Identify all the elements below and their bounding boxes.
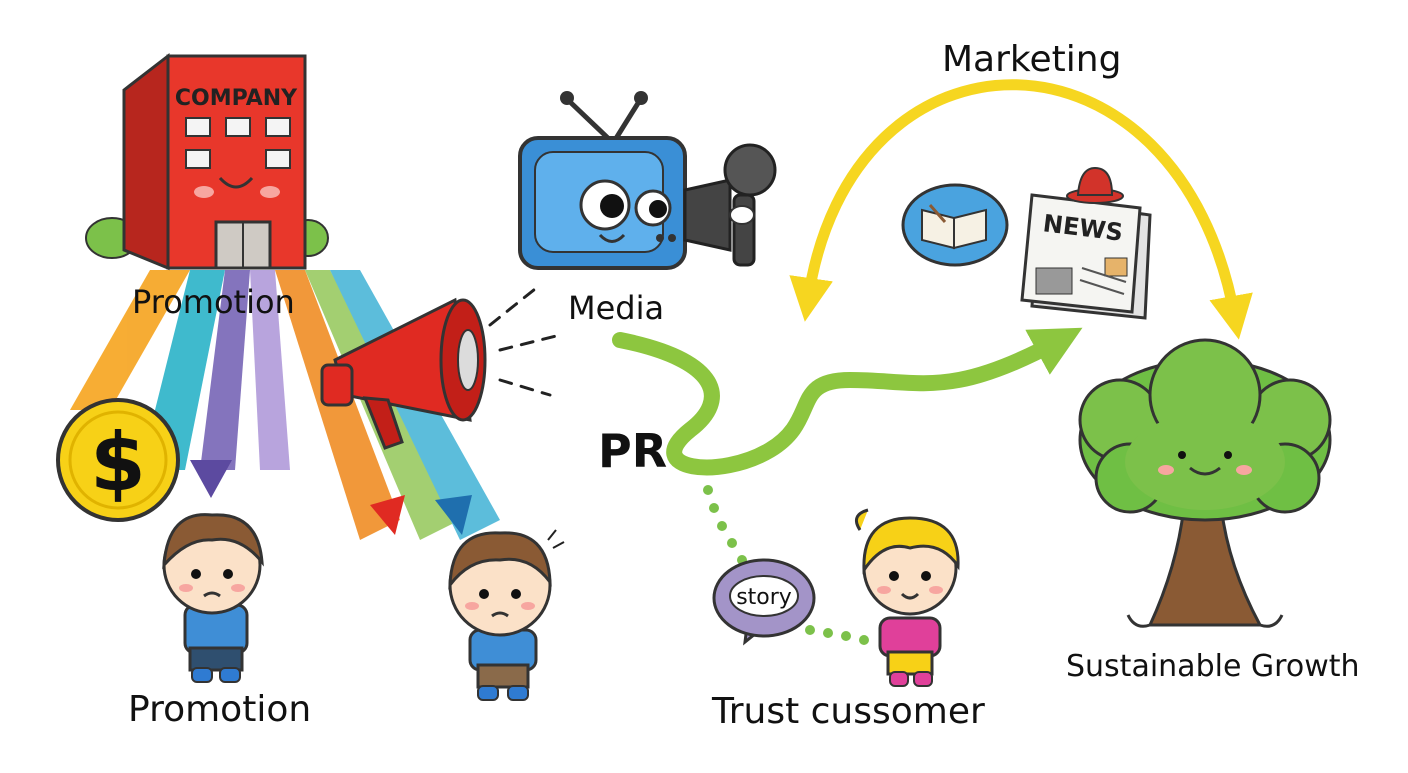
sound-lines [488, 283, 562, 397]
marketing-arrow [789, 79, 1253, 340]
pr-label: PR [598, 424, 668, 478]
company-building-icon: COMPANY [85, 52, 329, 271]
media-label: Media [568, 289, 665, 327]
dotted-trail [703, 485, 869, 645]
coin-icon: $ [56, 398, 180, 522]
coin-symbol: $ [90, 416, 146, 509]
tree-icon [1078, 338, 1332, 628]
beam-arrowhead-blue [435, 495, 472, 535]
boy-icon [448, 529, 565, 701]
newspaper-icon: NEWS [1020, 193, 1152, 320]
pr-arrow [612, 327, 1083, 476]
marketing-label: Marketing [942, 39, 1122, 80]
trust-customer-label: Trust cussomer [712, 691, 985, 732]
story-text: story [736, 585, 792, 610]
book-bubble-icon [901, 183, 1009, 267]
tv-camera-icon [518, 91, 732, 270]
beam-arrowhead-purple [190, 460, 232, 498]
promotion-label-top: Promotion [132, 283, 295, 321]
hat-icon [1066, 166, 1124, 204]
sustainable-growth-label: Sustainable Growth [1066, 649, 1360, 684]
megaphone-icon [320, 297, 487, 450]
microphone-icon [723, 143, 777, 267]
promotion-label-bottom: Promotion [128, 689, 312, 730]
boy-icon [162, 513, 264, 683]
building-sign: COMPANY [175, 86, 298, 111]
beam-arrowhead-red [370, 495, 405, 535]
story-bubble-icon: story [712, 558, 816, 646]
girl-icon [854, 508, 960, 687]
